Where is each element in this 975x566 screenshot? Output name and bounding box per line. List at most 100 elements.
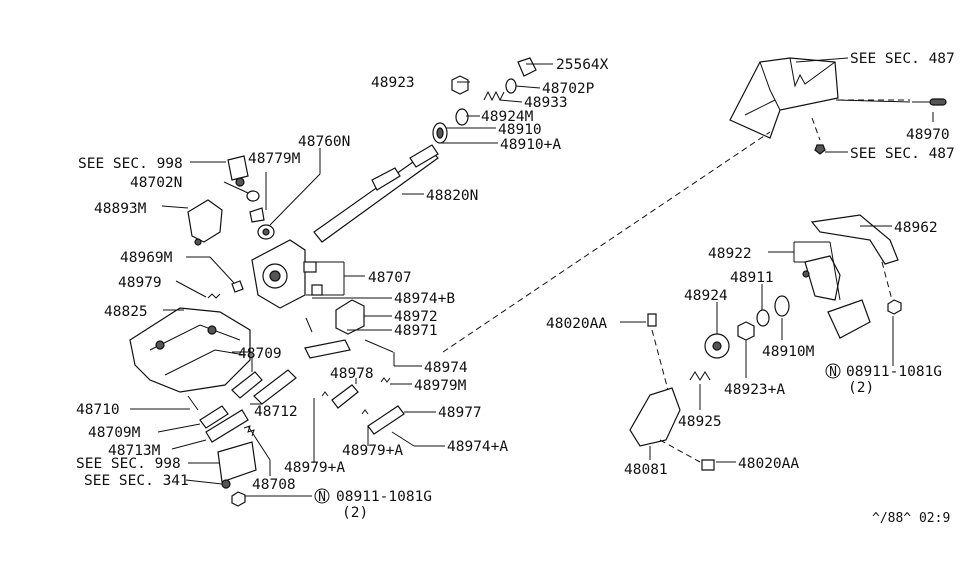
label-48925: 48925: [678, 414, 722, 430]
lock-998: [217, 441, 257, 489]
svg-text:N: N: [318, 490, 326, 505]
bracket-48962: [810, 214, 899, 265]
lever-48971: [304, 339, 351, 359]
label-48702p: 48702P: [542, 81, 595, 97]
label-48971: 48971: [394, 323, 438, 339]
label-48779m: 48779M: [248, 151, 301, 167]
spring-48979a-1: [361, 409, 369, 415]
label-48979m: 48979M: [414, 378, 467, 394]
nut-08911-right: [887, 299, 902, 315]
label-48708: 48708: [252, 477, 296, 493]
label-48081: 48081: [624, 462, 668, 478]
label-48924m: 48924M: [481, 109, 534, 125]
n-marker-right: N: [825, 363, 841, 380]
washer-48702p: [505, 78, 517, 94]
label-48969m: 48969M: [120, 250, 173, 266]
label-48020aa-bot: 48020AA: [738, 456, 799, 472]
label-08911-right: 08911-1081G: [846, 364, 942, 380]
housing-48081: [629, 387, 681, 447]
leader-lines: [130, 57, 934, 497]
label-48825: 48825: [104, 304, 148, 320]
svg-text:N: N: [829, 365, 837, 380]
nut-08911-left: [231, 491, 246, 507]
label-48712: 48712: [254, 404, 298, 420]
label-see-sec-341: SEE SEC. 341: [84, 473, 189, 489]
label-48962: 48962: [894, 220, 938, 236]
label-48820n: 48820N: [426, 188, 478, 204]
spring-48979a-2: [321, 391, 329, 397]
n-marker-left: N: [314, 488, 330, 505]
bracket-48825: [129, 307, 251, 393]
label-48713m: 48713M: [108, 443, 161, 459]
label-see-sec-998-top: SEE SEC. 998: [78, 156, 183, 172]
spring-48979m: [380, 377, 391, 383]
lever-48709m: [199, 405, 229, 429]
lever-48712: [253, 369, 297, 405]
label-48709m: 48709M: [88, 425, 141, 441]
lever-48709: [231, 371, 263, 399]
bracket-48972: [335, 299, 365, 335]
nut-48923a: [737, 321, 755, 341]
switch-998: [227, 155, 249, 187]
label-see-sec-487-bot: SEE SEC. 487: [850, 146, 955, 162]
label-48910a: 48910+A: [500, 137, 561, 153]
label-48977: 48977: [438, 405, 482, 421]
label-48020aa-top: 48020AA: [546, 316, 607, 332]
label-48979a-2: 48979+A: [284, 460, 345, 476]
clip-25564x: [517, 57, 537, 77]
label-08911-right-qty: (2): [848, 380, 874, 396]
dashed-connection-lines: [442, 99, 910, 463]
rod-48974: [364, 339, 394, 353]
label-48979: 48979: [118, 275, 162, 291]
spring-48925: [689, 371, 711, 381]
label-see-sec-998-bot: SEE SEC. 998: [76, 456, 181, 472]
label-08911-left: 08911-1081G: [336, 489, 432, 505]
bolt-48020aa-bot: [701, 459, 715, 471]
spring-48979: [207, 293, 221, 299]
label-48911: 48911: [730, 270, 774, 286]
bracket-48922: [804, 255, 871, 339]
lever-part-48970: [912, 98, 947, 106]
washer-48702n: [246, 190, 260, 202]
label-48922: 48922: [708, 246, 752, 262]
label-48910m: 48910M: [762, 344, 815, 360]
screw-487: [814, 144, 826, 155]
bearing-48910: [432, 122, 448, 144]
pin-48974b: [305, 317, 313, 333]
lever-48977: [367, 405, 405, 435]
label-48893m: 48893M: [94, 201, 147, 217]
label-48910: 48910: [498, 122, 542, 138]
steering-shaft-48820n: [313, 144, 439, 243]
footer-code: ^/88^ 02:9: [872, 511, 950, 526]
bolt-48020aa-top: [647, 313, 657, 327]
label-25564x: 25564X: [556, 57, 609, 73]
nut-48923: [451, 75, 469, 95]
clip-48779m: [249, 207, 265, 223]
lever-48978: [331, 384, 359, 409]
label-48702n: 48702N: [130, 175, 182, 191]
label-48974b: 48974+B: [394, 291, 455, 307]
pin-48710: [187, 395, 199, 411]
column-cover-part: [729, 57, 839, 139]
label-48972: 48972: [394, 309, 438, 325]
label-48978: 48978: [330, 366, 374, 382]
cam-48713m: [205, 409, 249, 443]
housing-48707: [251, 239, 323, 309]
spring-48924: [704, 333, 730, 359]
spring-48933: [483, 90, 505, 102]
bushing-48760n: [257, 224, 275, 240]
pin-48969m: [231, 280, 244, 293]
bearing-48910m: [774, 295, 790, 317]
bearing-48911: [756, 309, 770, 327]
label-48974: 48974: [424, 360, 468, 376]
label-48760n: 48760N: [298, 134, 350, 150]
label-see-sec-487-top: SEE SEC. 487: [850, 51, 955, 67]
label-48923: 48923: [371, 75, 415, 91]
bracket-48893m: [187, 199, 223, 246]
part-labels: 25564X 48923 48702P 48933 48924M 48910 4…: [76, 51, 955, 526]
label-48933: 48933: [524, 95, 568, 111]
label-48974a: 48974+A: [447, 439, 508, 455]
label-48709: 48709: [238, 346, 282, 362]
washer-48924m: [455, 108, 469, 126]
